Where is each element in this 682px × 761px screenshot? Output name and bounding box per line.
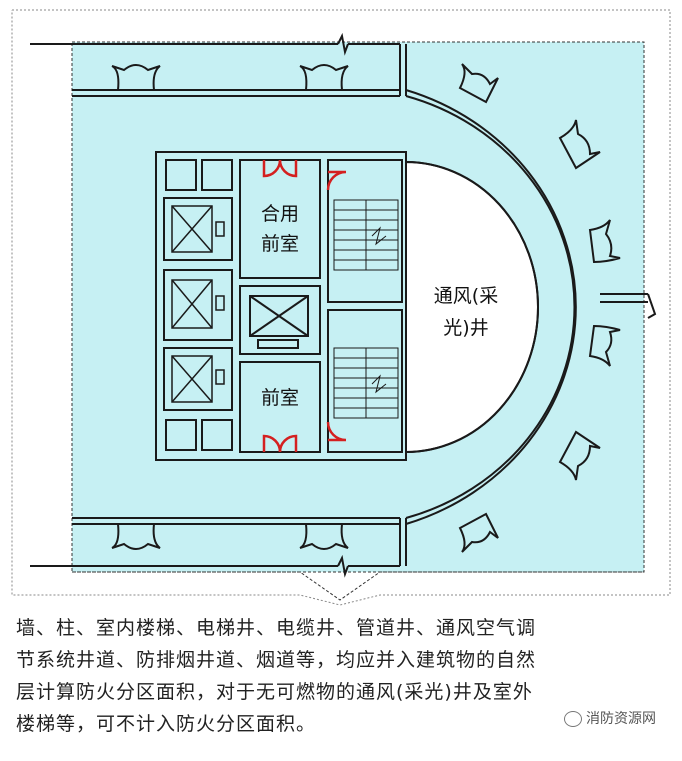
right-wall [600, 293, 657, 319]
source-watermark: 消防资源网 [564, 708, 656, 728]
combined-anteroom-room [239, 159, 321, 279]
combined-anteroom-label-line2: 前室 [261, 233, 299, 255]
wechat-icon [564, 711, 582, 727]
caption: 墙、柱、室内楼梯、电梯井、电缆井、管道井、通风空气调 节系统井道、防排烟井道、烟… [16, 612, 672, 740]
ventilation-shaft-label-line2: 光)井 [443, 317, 488, 339]
anterooms [239, 159, 321, 453]
caption-line-2: 节系统井道、防排烟井道、烟道等，均应并入建筑物的自然 [16, 649, 537, 671]
caption-line-1: 墙、柱、室内楼梯、电梯井、电缆井、管道井、通风空气调 [16, 617, 537, 639]
outer-frame [11, 9, 671, 606]
outer-arc-wall-outer [405, 89, 577, 525]
source-watermark-text: 消防资源网 [586, 711, 656, 727]
ventilation-shaft-label-line1: 通风(采 [434, 285, 498, 307]
elevator-cars [171, 205, 225, 403]
combined-anteroom-label-line1: 合用 [261, 203, 299, 225]
outer-arc-wall-inner [405, 95, 576, 519]
stair-treads [333, 199, 399, 419]
caption-line-3: 层计算防火分区面积，对于无可燃物的通风(采光)井及室外 [16, 681, 533, 703]
anteroom-label: 前室 [261, 387, 299, 409]
compartment-bottom-notch [72, 571, 644, 601]
fire-doors [262, 159, 347, 453]
arc-columns [458, 63, 621, 553]
caption-line-4: 楼梯等，可不计入防火分区面积。 [16, 713, 317, 735]
stair-rooms [327, 159, 403, 453]
top-columns [111, 64, 349, 550]
anteroom-room [239, 361, 321, 453]
